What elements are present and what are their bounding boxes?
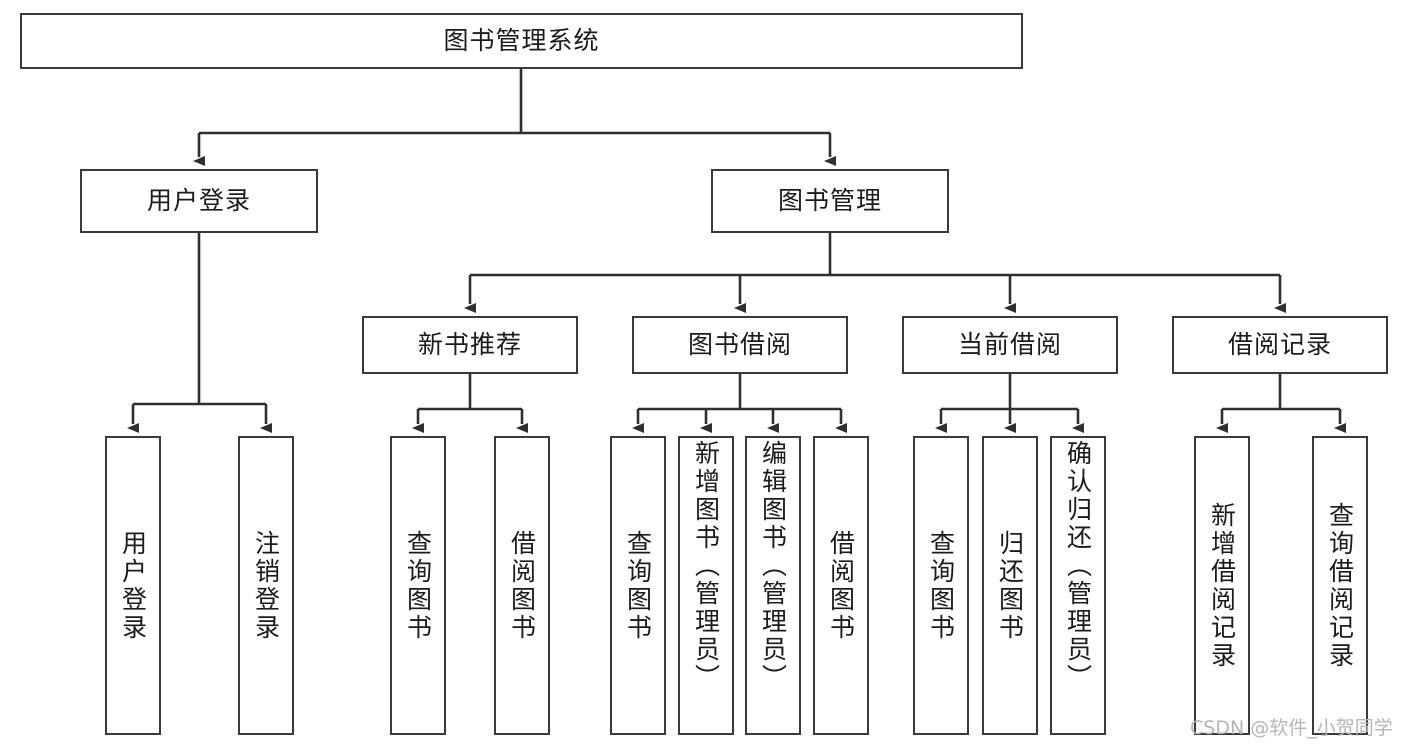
leaf-edit-book-admin[interactable]: 编辑图书（管理员） (745, 436, 801, 735)
leaf-confirm-return-admin-label: 确认归还（管理员） (1063, 440, 1093, 692)
leaf-edit-book-admin-label: 编辑图书（管理员） (758, 440, 788, 692)
leaf-user-login[interactable]: 用户登录 (105, 436, 161, 735)
node-book-borrowing[interactable]: 图书借阅 (632, 316, 848, 374)
leaf-query-book-borrowing-label: 查询图书 (623, 529, 653, 642)
node-book-borrowing-label: 图书借阅 (687, 330, 792, 360)
leaf-borrow-book-recommendation[interactable]: 借阅图书 (494, 436, 550, 735)
leaf-add-borrow-record[interactable]: 新增借阅记录 (1194, 436, 1250, 735)
node-user-login-label: 用户登录 (146, 186, 251, 216)
leaf-logout-label: 注销登录 (251, 529, 281, 642)
leaf-query-book-recommendation[interactable]: 查询图书 (390, 436, 446, 735)
leaf-borrow-book-borrowing[interactable]: 借阅图书 (813, 436, 869, 735)
csdn-watermark: CSDN @软件_小贺同学 (1190, 717, 1393, 739)
node-root-label: 图书管理系统 (443, 26, 600, 56)
leaf-query-book-borrowing[interactable]: 查询图书 (610, 436, 666, 735)
node-current-borrowing-label: 当前借阅 (957, 330, 1062, 360)
node-new-book-recommendation-label: 新书推荐 (417, 330, 522, 360)
leaf-user-login-label: 用户登录 (118, 529, 148, 642)
node-borrowing-record[interactable]: 借阅记录 (1172, 316, 1388, 374)
leaf-query-borrow-record-label: 查询借阅记录 (1325, 501, 1355, 670)
leaf-return-book-label: 归还图书 (995, 529, 1025, 642)
leaf-query-book-recommendation-label: 查询图书 (403, 529, 433, 642)
leaf-query-book-current-label: 查询图书 (926, 529, 956, 642)
node-user-login[interactable]: 用户登录 (80, 169, 318, 233)
leaf-add-book-admin-label: 新增图书（管理员） (691, 440, 721, 692)
leaf-borrow-book-borrowing-label: 借阅图书 (826, 529, 856, 642)
node-book-management[interactable]: 图书管理 (711, 169, 949, 233)
leaf-query-borrow-record[interactable]: 查询借阅记录 (1312, 436, 1368, 735)
node-new-book-recommendation[interactable]: 新书推荐 (362, 316, 578, 374)
leaf-query-book-current[interactable]: 查询图书 (913, 436, 969, 735)
leaf-logout[interactable]: 注销登录 (238, 436, 294, 735)
leaf-return-book[interactable]: 归还图书 (982, 436, 1038, 735)
node-root[interactable]: 图书管理系统 (20, 13, 1023, 69)
node-borrowing-record-label: 借阅记录 (1227, 330, 1332, 360)
leaf-borrow-book-recommendation-label: 借阅图书 (507, 529, 537, 642)
leaf-add-borrow-record-label: 新增借阅记录 (1207, 501, 1237, 670)
node-current-borrowing[interactable]: 当前借阅 (902, 316, 1118, 374)
leaf-add-book-admin[interactable]: 新增图书（管理员） (678, 436, 734, 735)
leaf-confirm-return-admin[interactable]: 确认归还（管理员） (1050, 436, 1106, 735)
node-book-management-label: 图书管理 (777, 186, 882, 216)
